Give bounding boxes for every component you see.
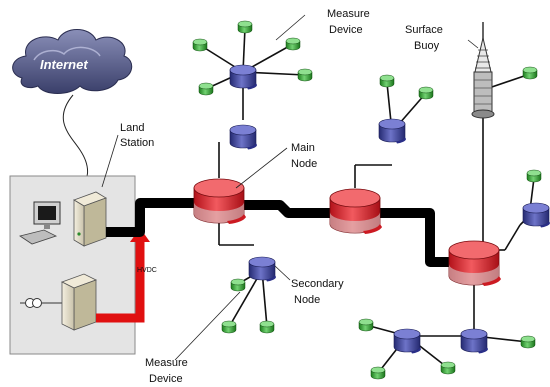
server-icon [73, 191, 107, 247]
secondary-node-top [229, 64, 258, 90]
monitor-icon [19, 201, 61, 245]
internet-cloud-icon: Internet [12, 29, 133, 94]
surface-buoy-label-line1: Surface [405, 24, 443, 36]
main-node-2 [329, 188, 383, 235]
surface-buoy-label-line2: Buoy [414, 40, 440, 52]
measure-device-10 [230, 278, 246, 292]
measure-device-3 [285, 37, 301, 51]
secondary-node-upper [229, 124, 258, 150]
secondary-node-label-line1: Secondary [291, 278, 344, 290]
measure-device-9 [526, 169, 542, 183]
main-node-label-line1: Main [291, 142, 315, 154]
main-node-1 [193, 178, 247, 225]
internet-label: Internet [40, 57, 88, 72]
measure-device-6 [379, 74, 395, 88]
measure-device-1 [192, 38, 208, 52]
measure-device-15 [440, 361, 456, 375]
measure-device-7 [418, 86, 434, 100]
secondary-node-lower [248, 256, 277, 282]
secondary-node-label-line2: Node [294, 294, 320, 306]
measure-device-13 [358, 318, 374, 332]
hvdc-power-line [96, 240, 145, 323]
land-station-panel [9, 175, 136, 355]
measure-device-bottom-label-line2: Device [149, 373, 183, 385]
secondary-node-right [378, 118, 407, 144]
measure-device-top-label-line2: Device [329, 24, 363, 36]
measure-device-4 [297, 68, 313, 82]
measure-device-11 [221, 320, 237, 334]
measure-device-14 [370, 366, 386, 380]
main-node-3 [448, 240, 502, 287]
surface-buoy-icon [471, 22, 495, 119]
measure-device-bottom-label-line1: Measure [145, 357, 188, 369]
label-pointers [174, 14, 479, 361]
power-supply-icon [20, 273, 98, 331]
secondary-node-bottom-left [393, 328, 422, 354]
land-station-pointer [101, 134, 119, 188]
backbone-cable [106, 198, 450, 267]
main-node-label-line2: Node [291, 158, 317, 170]
measure-device-16 [520, 335, 536, 349]
measure-device-5 [198, 82, 214, 96]
land-station-label-line2: Station [120, 137, 154, 149]
measure-device-8 [522, 66, 538, 80]
secondary-node-bottom-right [460, 328, 489, 354]
secondary-node-far-right [522, 202, 550, 228]
hvdc-label: HVDC [137, 267, 157, 274]
measure-device-12 [259, 320, 275, 334]
measure-device-2 [237, 20, 253, 34]
measure-device-top-label-line1: Measure [327, 8, 370, 20]
land-station-label-line1: Land [120, 122, 144, 134]
